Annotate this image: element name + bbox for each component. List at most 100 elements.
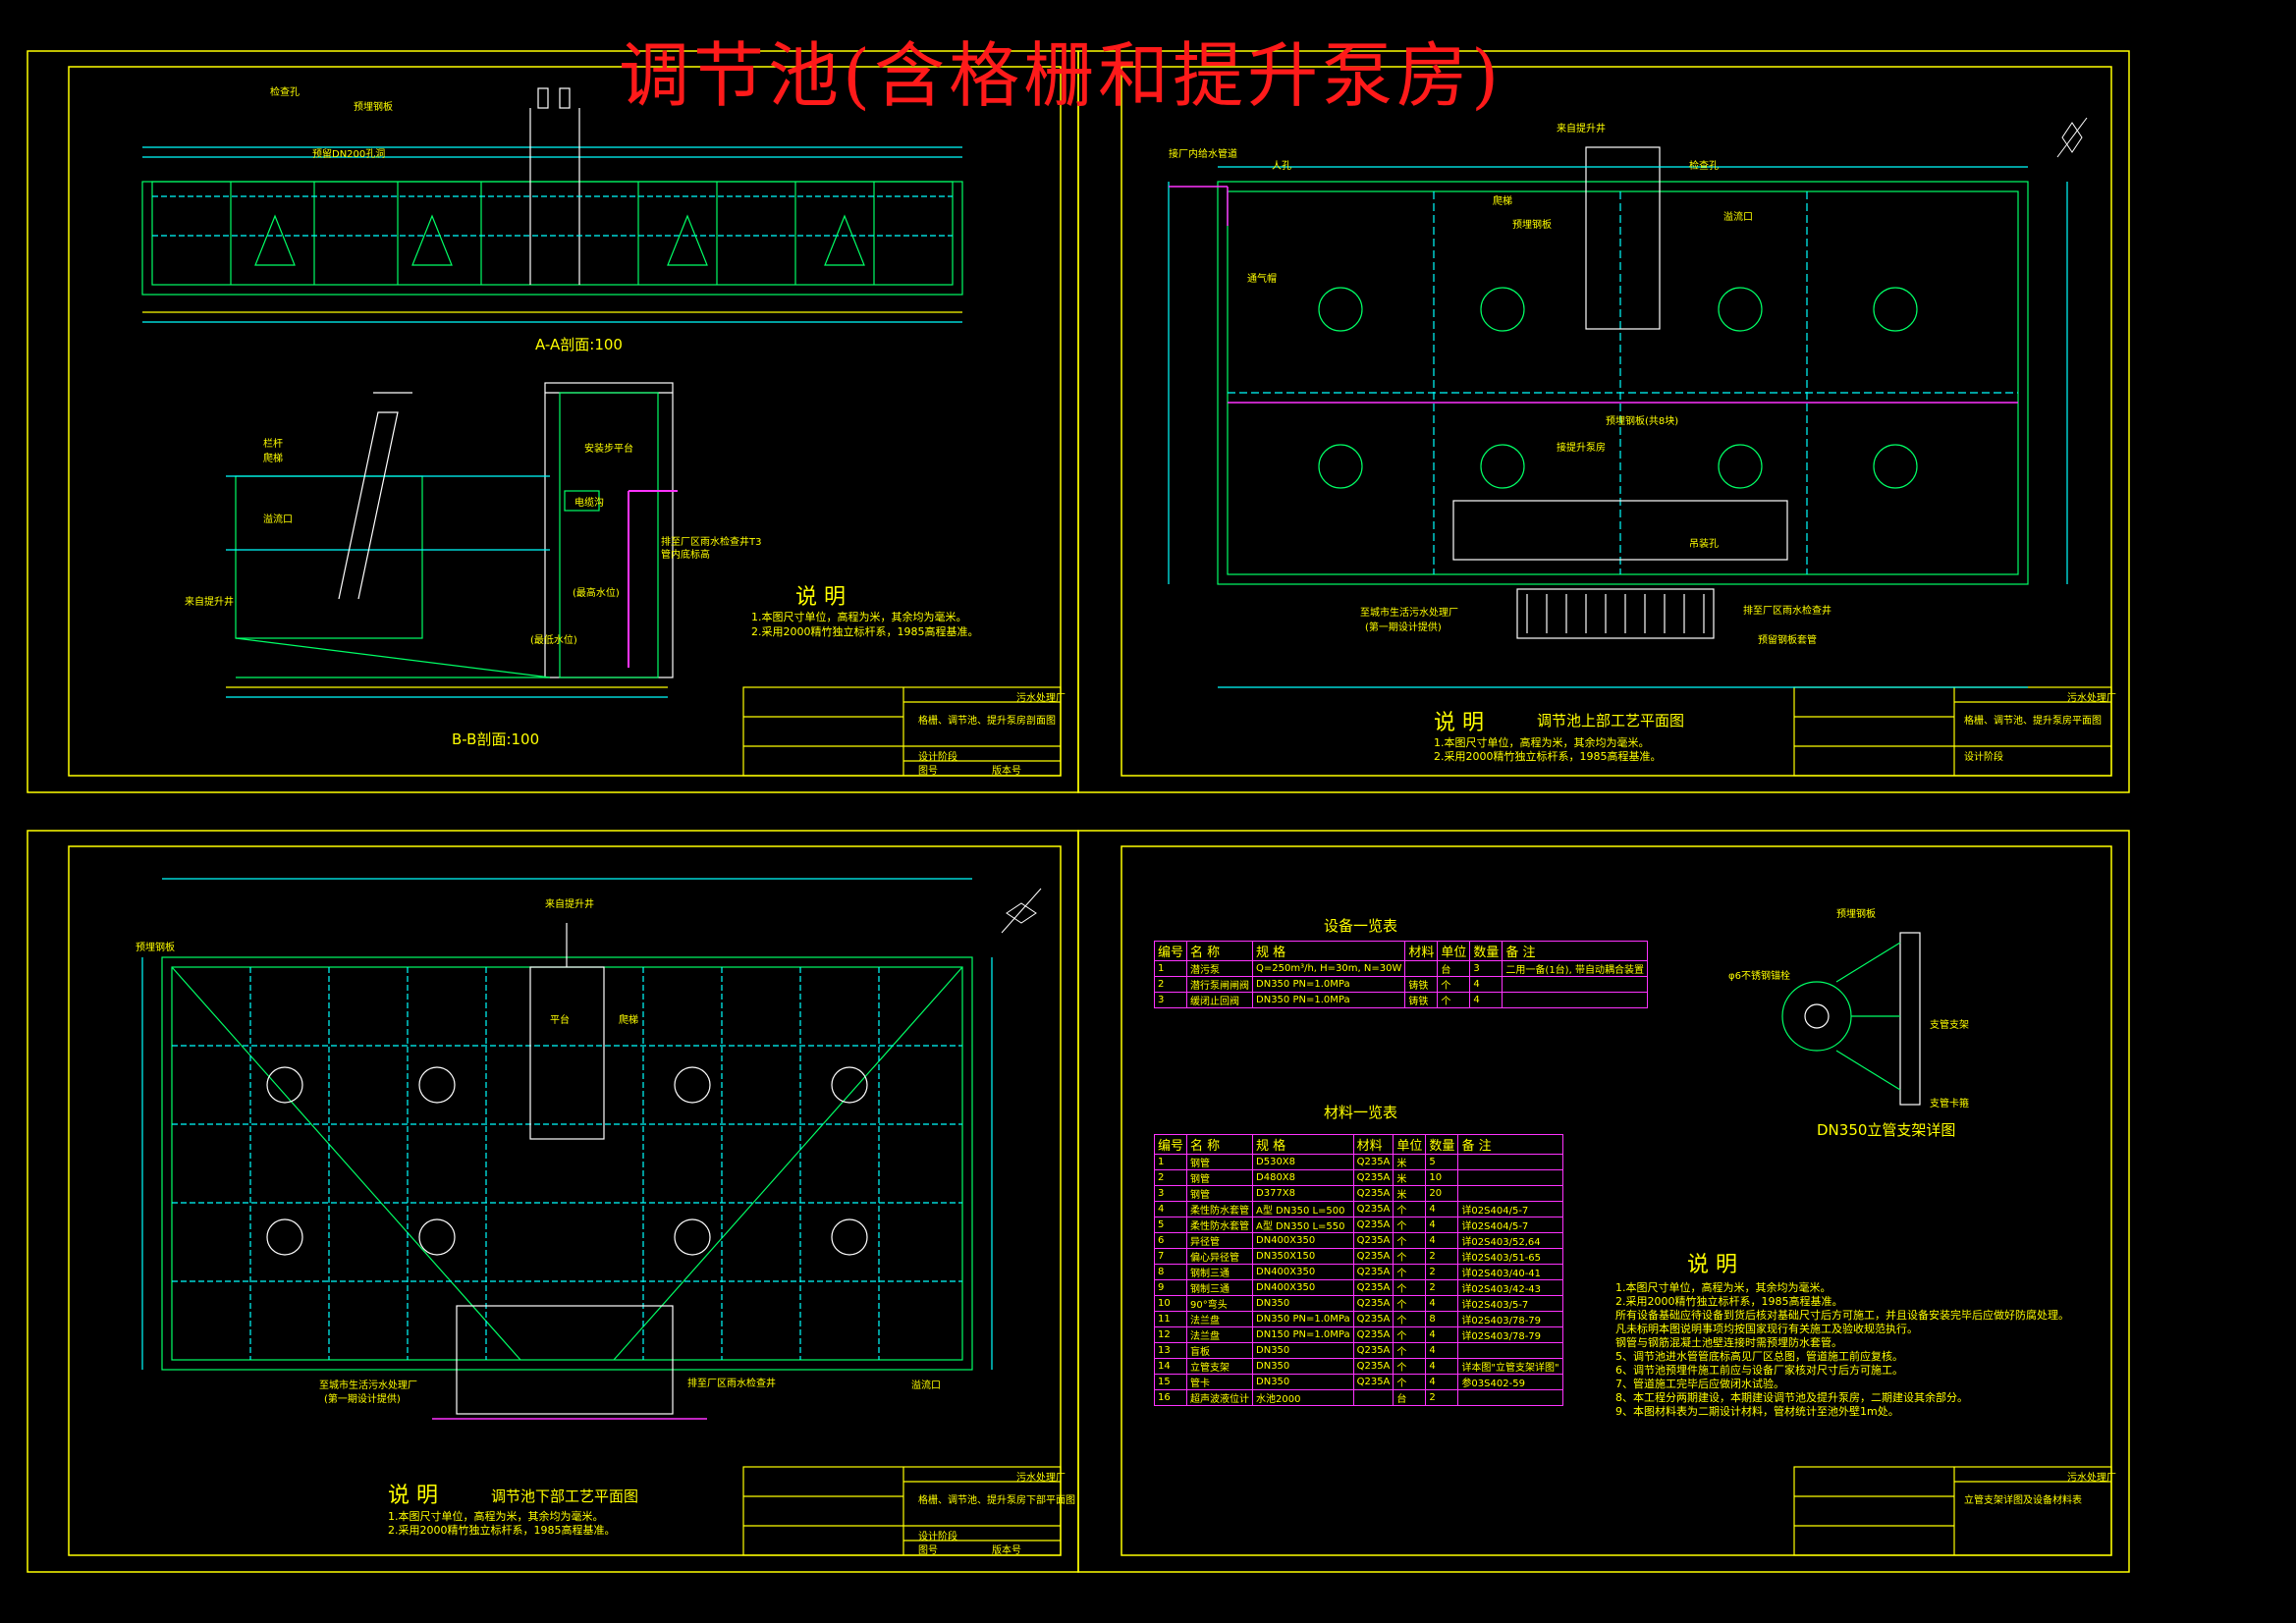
col-header: 备 注 — [1502, 941, 1648, 961]
pipe-support-detail — [1781, 932, 1921, 1106]
equipment-table-heading: 设备一览表 — [1324, 917, 1398, 935]
table-cell — [1352, 1389, 1394, 1406]
table-cell: DN150 PN=1.0MPa — [1252, 1326, 1354, 1343]
col-header: 规 格 — [1252, 1134, 1354, 1155]
col-header: 单位 — [1437, 941, 1471, 961]
table-cell: 2 — [1425, 1389, 1459, 1406]
table-cell: 3 — [1469, 960, 1503, 977]
table-cell: 4 — [1425, 1217, 1459, 1233]
sheet1-designer: 设计阶段 — [918, 752, 957, 763]
s2-label-vent-cap: 通气帽 — [1247, 274, 1277, 285]
table-cell: 详02S403/51-65 — [1457, 1248, 1563, 1265]
table-cell: 2 — [1153, 976, 1188, 993]
sheet4-notes-heading: 说 明 — [1687, 1253, 1737, 1277]
table-cell: 个 — [1393, 1358, 1427, 1375]
table-cell: 7 — [1153, 1248, 1188, 1265]
sheet4-drawing-name: 立管支架详图及设备材料表 — [1964, 1495, 2082, 1506]
sheet2-designer: 设计阶段 — [1964, 752, 2003, 763]
table-cell: 盲板 — [1186, 1342, 1254, 1359]
title-block-1 — [742, 686, 1062, 777]
s3-label-ladder: 爬梯 — [619, 1015, 638, 1026]
s2-label-hoist-hole: 吊装孔 — [1689, 539, 1719, 550]
table-cell — [1457, 1389, 1563, 1406]
table-cell: 详02S403/78-79 — [1457, 1311, 1563, 1327]
col-header: 名 称 — [1186, 1134, 1254, 1155]
col-header: 数量 — [1469, 941, 1503, 961]
table-cell: DN350 — [1252, 1295, 1354, 1312]
table-cell: 详02S403/78-79 — [1457, 1326, 1563, 1343]
table-cell — [1457, 1185, 1563, 1202]
table-cell: 详本图"立管支架详图" — [1457, 1358, 1563, 1375]
table-cell: 法兰盘 — [1186, 1311, 1254, 1327]
table-cell: 9 — [1153, 1279, 1188, 1296]
table-cell: 个 — [1393, 1248, 1427, 1265]
table-cell: Q235A — [1352, 1374, 1394, 1390]
table-cell: 铸铁 — [1404, 976, 1439, 993]
sheet1-notes-heading: 说 明 — [795, 585, 846, 610]
col-header: 材料 — [1404, 941, 1439, 961]
s2-label-embedded-8: 预埋钢板(共8块) — [1606, 416, 1679, 427]
table-cell: 个 — [1393, 1264, 1427, 1280]
table-cell: 柔性防水套管 — [1186, 1217, 1254, 1233]
s3-label-embedded-plate: 预埋钢板 — [136, 943, 175, 953]
sheet3-note-1: 1.本图尺寸单位，高程为米，其余均为毫米。 — [388, 1510, 604, 1523]
s2-label-from-lift-well: 来自提升井 — [1557, 124, 1606, 135]
table-cell: 8 — [1153, 1264, 1188, 1280]
table-cell: 4 — [1425, 1342, 1459, 1359]
table-cell: Q235A — [1352, 1169, 1394, 1186]
sheet4-note: 8、本工程分两期建设，本期建设调节池及提升泵房，二期建设其余部分。 — [1615, 1391, 1968, 1404]
s3-label-discharge: 排至厂区雨水检查井 — [687, 1379, 776, 1389]
sheet1-drawing-name: 格栅、调节池、提升泵房剖面图 — [918, 716, 1056, 727]
sheet3-drawing-name: 格栅、调节池、提升泵房下部平面图 — [918, 1495, 1075, 1506]
label-overflow: 溢流口 — [263, 514, 293, 525]
table-cell: 2 — [1153, 1169, 1188, 1186]
table-cell: Q235A — [1352, 1264, 1394, 1280]
table-cell: 米 — [1393, 1185, 1427, 1202]
table-cell: 1 — [1153, 960, 1188, 977]
s2-label-sleeve: 预留钢板套管 — [1758, 635, 1817, 646]
sheet4-note: 5、调节池进水管管底标高见厂区总图，管道施工前应复核。 — [1615, 1350, 1903, 1363]
label-from-lift-well: 来自提升井 — [185, 597, 234, 608]
upper-plan-caption: 调节池上部工艺平面图 — [1537, 712, 1685, 730]
table-cell: 3 — [1153, 1185, 1188, 1202]
label-min-water: (最低水位) — [530, 635, 577, 646]
section-aa-caption: A-A剖面:100 — [535, 336, 623, 353]
table-cell: 柔性防水套管 — [1186, 1201, 1254, 1217]
table-cell: 管卡 — [1186, 1374, 1254, 1390]
s2-label-inspection: 检查孔 — [1689, 161, 1719, 172]
table-cell: 参03S402-59 — [1457, 1374, 1563, 1390]
table-cell: 详02S403/42-43 — [1457, 1279, 1563, 1296]
label-railing: 栏杆 — [263, 439, 283, 450]
sheet4-note: 1.本图尺寸单位，高程为米，其余均为毫米。 — [1615, 1281, 1831, 1294]
detail-label-anchor: φ6不锈钢锚栓 — [1728, 971, 1790, 982]
section-bb-drawing — [226, 382, 678, 698]
s2-label-to-pump: 接提升泵房 — [1557, 443, 1606, 454]
table-cell: A型 DN350 L=550 — [1252, 1217, 1354, 1233]
lower-plan-drawing — [141, 878, 993, 1420]
sheet1-drawing-no: 图号 — [918, 766, 938, 777]
s2-label-embedded-plate: 预埋钢板 — [1512, 220, 1552, 231]
table-cell: 超声波液位计 — [1186, 1389, 1254, 1406]
sheet3-drawing-no: 图号 — [918, 1545, 938, 1556]
sheet3-company: 污水处理厂 — [1016, 1473, 1066, 1484]
north-arrow-2 — [1001, 888, 1042, 934]
sheet4-note: 钢管与钢筋混凝土池壁连接时需预埋防水套管。 — [1615, 1336, 1842, 1349]
sheet1-note-1: 1.本图尺寸单位，高程为米，其余均为毫米。 — [751, 611, 967, 623]
sheet3-version: 版本号 — [992, 1545, 1021, 1556]
sheet4-note: 凡未标明本图说明事项均按国家现行有关施工及验收规范执行。 — [1615, 1323, 1918, 1335]
table-cell: 8 — [1425, 1311, 1459, 1327]
table-cell: 铸铁 — [1404, 992, 1439, 1008]
s2-label-phase1: (第一期设计提供) — [1365, 622, 1442, 633]
title-block-4 — [1793, 1466, 2112, 1556]
table-cell: 4 — [1425, 1374, 1459, 1390]
s2-label-manhole: 人孔 — [1272, 161, 1291, 172]
title-block-2 — [1793, 686, 2112, 777]
detail-label-plate: 预埋钢板 — [1836, 909, 1876, 920]
